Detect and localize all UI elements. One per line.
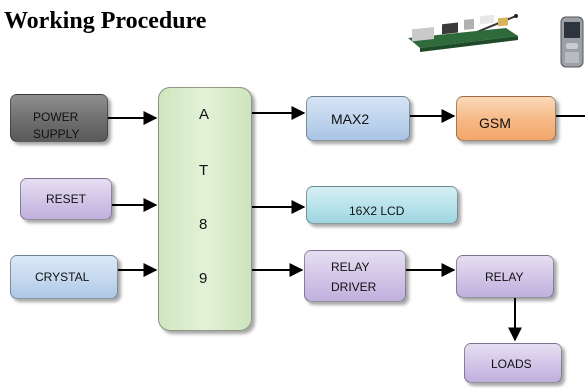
relay-driver-label-line2: DRIVER [331, 280, 377, 294]
power-supply-block: POWER SUPPLY [10, 94, 108, 142]
gsm-label: GSM [479, 115, 511, 131]
relay-driver-block: RELAY DRIVER [304, 250, 406, 302]
loads-label: LOADS [491, 357, 532, 371]
mobile-phone-image [560, 16, 584, 68]
max2-block: MAX2 [306, 96, 410, 141]
reset-block: RESET [20, 178, 112, 220]
max2-label: MAX2 [331, 111, 370, 127]
lcd-block: 16X2 LCD [306, 186, 458, 224]
loads-block: LOADS [464, 343, 562, 383]
gsm-modem-image [408, 14, 518, 52]
relay-driver-label-line1: RELAY [331, 260, 370, 274]
mcu-letter-a: A [199, 106, 210, 123]
relay-label: RELAY [485, 270, 524, 284]
power-supply-label-line2: SUPPLY [33, 127, 80, 141]
mcu-digit-8: 8 [199, 216, 208, 233]
relay-block: RELAY [456, 255, 554, 298]
crystal-label: CRYSTAL [35, 270, 90, 284]
mcu-digit-9: 9 [199, 270, 208, 287]
microcontroller-block: A T 8 9 [158, 87, 252, 331]
power-supply-label-line1: POWER [33, 110, 79, 124]
gsm-block: GSM [456, 96, 556, 141]
reset-label: RESET [46, 192, 87, 206]
page-title: Working Procedure [4, 8, 207, 34]
lcd-label: 16X2 LCD [349, 204, 405, 218]
mcu-letter-t: T [199, 162, 209, 179]
crystal-block: CRYSTAL [10, 255, 118, 299]
